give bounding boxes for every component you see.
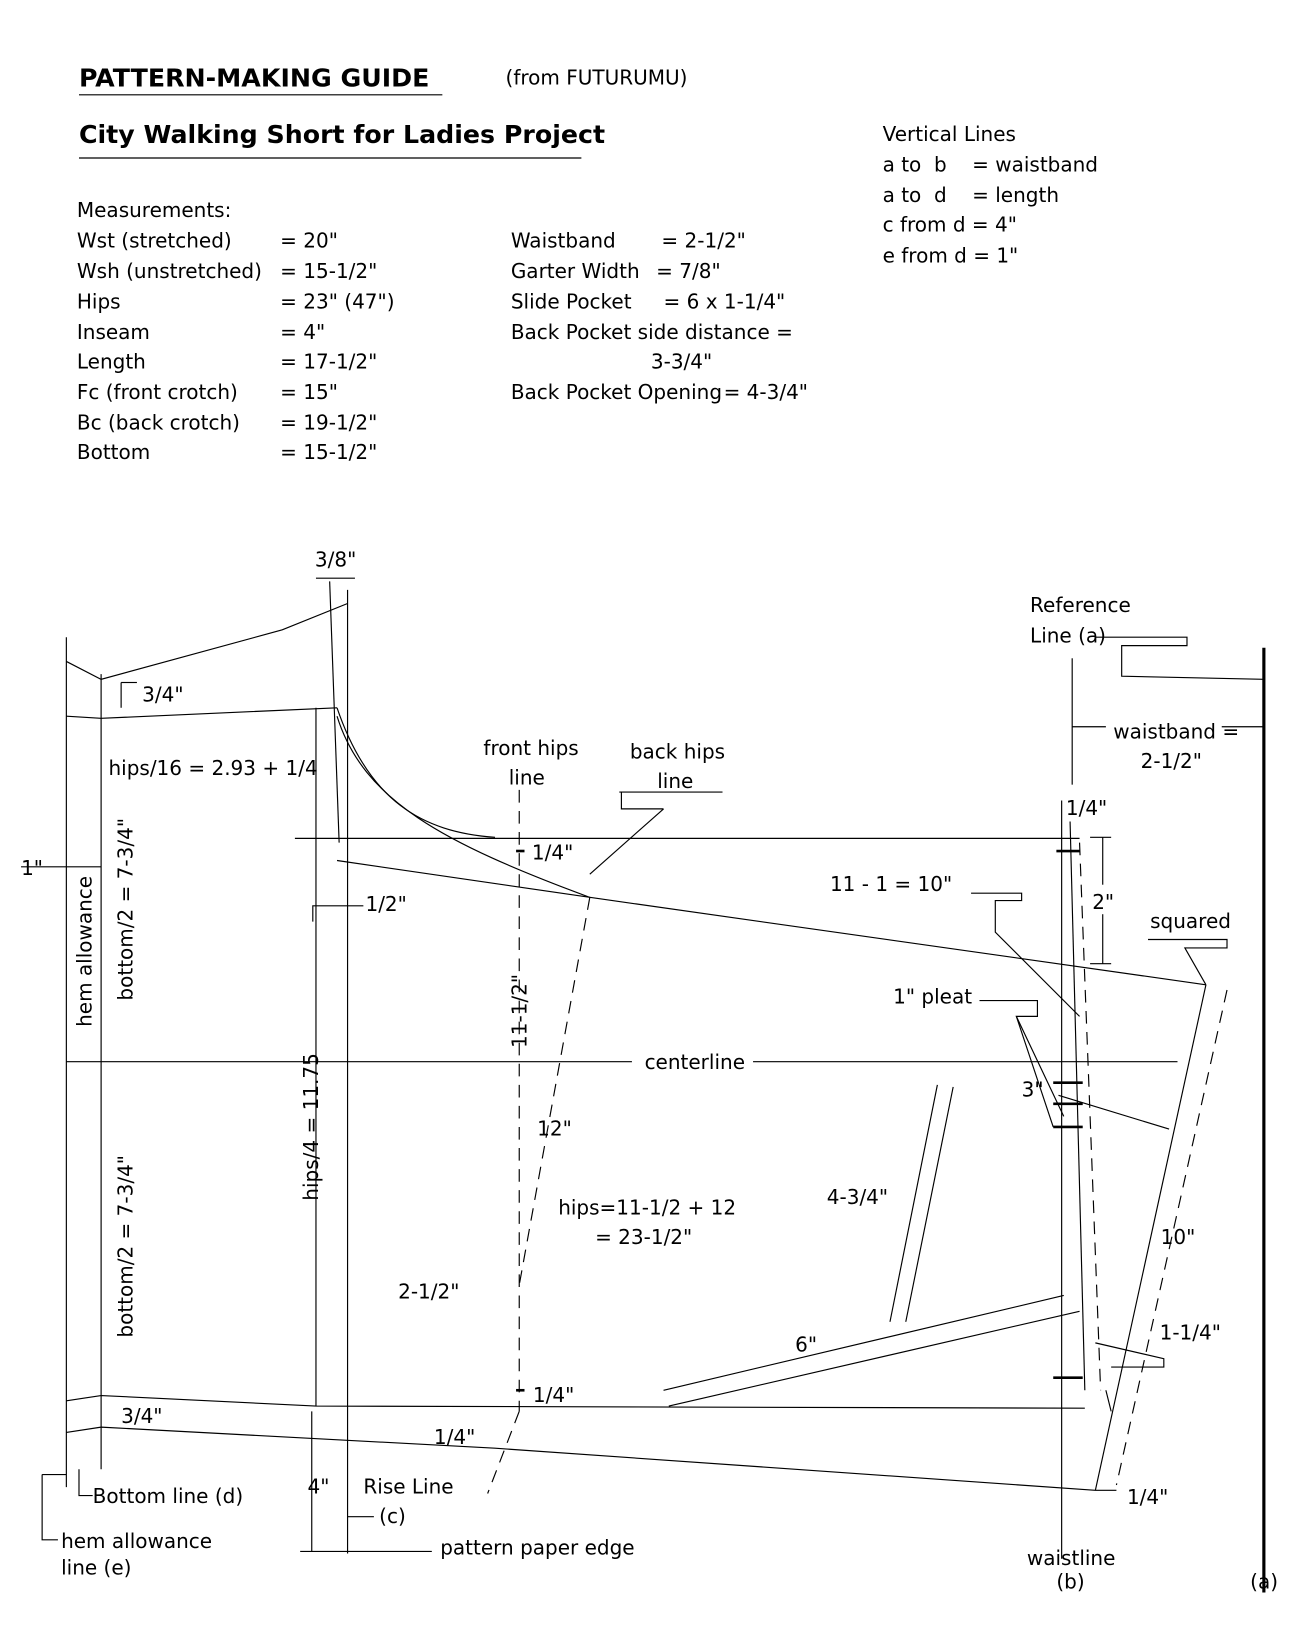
dim-label: 1-1/4" [1160, 1321, 1221, 1345]
front-hips-label: line [509, 766, 545, 790]
line-a-label: (a) [1250, 1569, 1278, 1593]
dim-label: 3/4" [121, 1404, 162, 1428]
back-hips-label: back hips [630, 739, 725, 763]
reference-line-label: Line (a) [1030, 623, 1106, 647]
measurements-left: Wst (stretched) = 20" Wsh (unstretched) = … [77, 229, 395, 465]
dimension-labels: 3/8" Reference Line (a) 3/4" hips/16 = 2… [21, 548, 1278, 1594]
measure-label: Fc (front crotch) [77, 380, 238, 404]
measure-label: Slide Pocket [511, 290, 632, 314]
measure-value: = 23" (47") [280, 290, 394, 314]
dim-label: 1" [21, 856, 43, 880]
dim-label: 1/2" [365, 892, 406, 916]
bottom-half-label: bottom/2 = 7-3/4" [114, 1155, 138, 1338]
measurements-heading: Measurements: [77, 198, 231, 222]
squared-label: squared [1150, 909, 1231, 933]
vertical-lines-legend: Vertical Lines a to b = waistband a to d… [883, 122, 1098, 267]
dim-label: 12" [537, 1116, 572, 1140]
dim-label: 1/4" [533, 1383, 574, 1407]
measure-value: = 7/8" [656, 259, 721, 283]
dim-label: 4" [308, 1474, 330, 1498]
measure-label: Wsh (unstretched) [77, 259, 262, 283]
measure-label: Inseam [77, 320, 150, 344]
measure-value: = 2-1/2" [661, 229, 745, 253]
front-hips-label: front hips [483, 736, 578, 760]
hem-allowance-label: hem allowance [73, 876, 97, 1027]
dim-label: 3/4" [142, 682, 183, 706]
measure-label: Bottom [77, 440, 150, 464]
measure-label: Length [77, 350, 146, 374]
measure-value: = 15" [280, 380, 338, 404]
measure-label: Wst (stretched) [77, 229, 232, 253]
measure-value: = 17-1/2" [280, 350, 377, 374]
measure-value: = 4-3/4" [724, 380, 808, 404]
waistband-label: waistband = [1113, 719, 1239, 743]
bottom-line-label: Bottom line (d) [93, 1484, 243, 1508]
legend-item: a to d = length [883, 183, 1059, 207]
measure-value: = 6 x 1-1/4" [664, 290, 786, 314]
measure-label: Garter Width [511, 259, 640, 283]
hips-sum-label: = 23-1/2" [595, 1225, 692, 1249]
centerline-label: centerline [645, 1050, 745, 1074]
measure-label: Bc (back crotch) [77, 411, 240, 435]
waistline-label: (b) [1056, 1569, 1084, 1593]
rise-line-label: Rise Line [363, 1474, 453, 1498]
dim-label: 1/4" [1127, 1485, 1168, 1509]
dim-label: 11-1/2" [508, 974, 532, 1048]
waistline-label: waistline [1027, 1546, 1116, 1570]
legend-heading: Vertical Lines [883, 122, 1016, 146]
project-title: City Walking Short for Ladies Project [79, 120, 605, 149]
measure-value: = 19-1/2" [280, 411, 377, 435]
measure-label: Back Pocket Opening [511, 380, 722, 404]
dim-label: 6" [795, 1332, 817, 1356]
guide-title: PATTERN-MAKING GUIDE [79, 63, 429, 92]
pattern-edge-label: pattern paper edge [440, 1536, 634, 1560]
bottom-half-label: bottom/2 = 7-3/4" [114, 818, 138, 1001]
dim-label: 3" [1022, 1077, 1044, 1101]
back-hips-label: line [657, 769, 693, 793]
dim-label: 2" [1092, 890, 1114, 914]
measure-label: Back Pocket side distance = [511, 320, 793, 344]
hem-line-label: line (e) [61, 1556, 131, 1580]
dim-hips16: hips/16 = 2.93 + 1/4 [108, 756, 317, 780]
hips4-label: hips/4 = 11.75 [299, 1053, 323, 1201]
waistband-label: 2-1/2" [1141, 749, 1202, 773]
dim-label: 1/4" [1066, 796, 1107, 820]
dim-label: 1/4" [532, 840, 573, 864]
legend-item: c from d = 4" [883, 213, 1017, 237]
measure-label: Waistband [511, 229, 616, 253]
measure-label: Hips [77, 290, 121, 314]
dim-label: 10" [1161, 1225, 1196, 1249]
reference-line-label: Reference [1030, 593, 1131, 617]
dim-label: 2-1/2" [398, 1280, 459, 1304]
hem-line-label: hem allowance [61, 1529, 212, 1553]
measure-value: 3-3/4" [651, 350, 712, 374]
measure-value: = 4" [280, 320, 325, 344]
pattern-lines [21, 577, 1266, 1593]
measure-value: = 20" [280, 229, 338, 253]
dim-label: 4-3/4" [827, 1185, 888, 1209]
measurements-right: Waistband = 2-1/2" Garter Width = 7/8" Sli… [511, 229, 808, 405]
dim-three-eighths: 3/8" [315, 548, 356, 572]
legend-item: e from d = 1" [883, 243, 1019, 267]
hips-sum-label: hips=11-1/2 + 12 [558, 1195, 736, 1219]
dim-label: 11 - 1 = 10" [830, 872, 952, 896]
source-label: (from FUTURUMU) [506, 65, 688, 89]
measure-value: = 15-1/2" [280, 440, 377, 464]
measure-value: = 15-1/2" [280, 259, 377, 283]
pleat-label: 1" pleat [893, 985, 972, 1009]
legend-item: a to b = waistband [883, 153, 1098, 177]
dim-label: 1/4" [434, 1425, 475, 1449]
line-c-label: (c) [379, 1504, 406, 1528]
